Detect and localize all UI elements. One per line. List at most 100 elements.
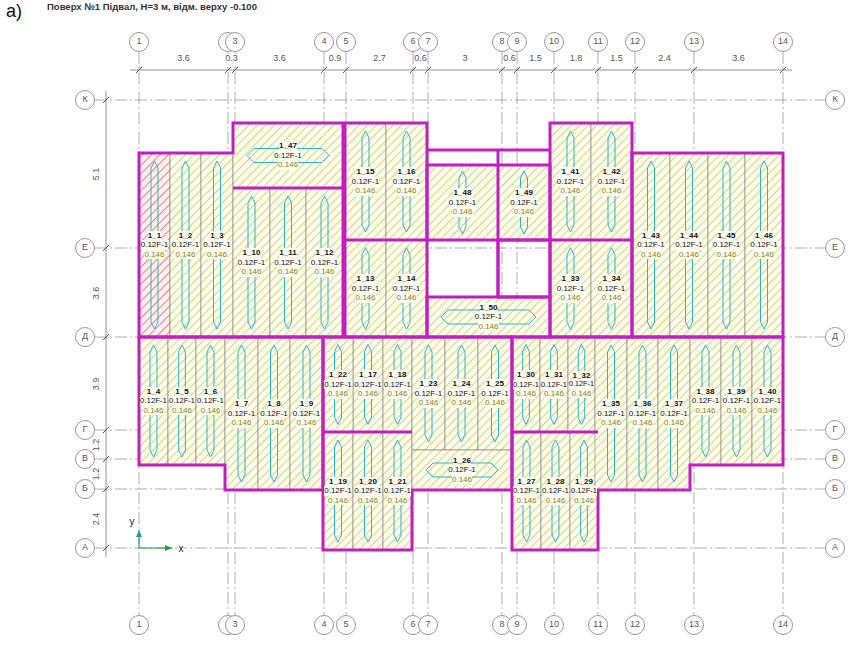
panel-load: 0.12F-1 — [510, 198, 538, 208]
panel-load: 0.12F-1 — [415, 389, 443, 399]
panel-value: 0.146 — [172, 406, 192, 416]
panel-value: 0.146 — [516, 389, 536, 399]
panel-load: 0.12F-1 — [557, 177, 585, 187]
panel-id: 1_26 — [453, 456, 471, 466]
panel-load: 0.12F-1 — [448, 465, 476, 475]
panel-id: 1_29 — [575, 477, 593, 487]
panel-id: 1_18 — [389, 370, 407, 380]
panel-load: 0.12F-1 — [481, 389, 509, 399]
axis-letter: Д — [82, 332, 88, 342]
slab-panel: 1_120.12F-10.146 — [306, 188, 343, 337]
panel-load: 0.12F-1 — [354, 486, 382, 496]
panel-value: 0.146 — [207, 250, 227, 260]
panel-load: 0.12F-1 — [723, 396, 751, 406]
axis-letter: Д — [832, 332, 838, 342]
slab-panel: 1_220.12F-10.146 — [323, 337, 353, 432]
panel-id: 1_21 — [389, 477, 407, 487]
axis-number: 7 — [425, 37, 430, 47]
panel-value: 0.146 — [485, 398, 505, 408]
panel-value: 0.146 — [452, 475, 472, 485]
panel-id: 1_20 — [359, 477, 377, 487]
panel-load: 0.12F-1 — [675, 240, 703, 250]
dimension-text: 2.4 — [92, 512, 102, 525]
slab-panel: 1_90.12F-10.146 — [290, 337, 323, 490]
panel-value: 0.146 — [358, 389, 378, 399]
axis-letter: В — [82, 454, 88, 464]
slab-panel: 1_300.12F-10.146 — [512, 337, 540, 432]
slab-panel: 1_430.12F-10.146 — [632, 153, 670, 337]
panel-value: 0.146 — [478, 322, 498, 332]
axis-letter: К — [82, 95, 87, 105]
slab-panel: 1_210.12F-10.146 — [383, 432, 412, 550]
slab-panel: 1_440.12F-10.146 — [670, 153, 708, 337]
panel-load: 0.12F-1 — [324, 380, 352, 390]
axis-number: 6 — [410, 37, 415, 47]
slab-panel: 1_150.12F-10.146 — [345, 123, 386, 240]
axis-letter: Г — [83, 425, 88, 435]
panel-value: 0.146 — [296, 418, 316, 428]
axis-number: 10 — [549, 37, 559, 47]
axis-number: 12 — [630, 620, 640, 630]
panel-value: 0.146 — [143, 406, 163, 416]
panel-id: 1_38 — [697, 387, 715, 397]
dimension-text: 1.8 — [570, 54, 583, 64]
axis-number: 13 — [689, 620, 699, 630]
panel-load: 0.12F-1 — [513, 380, 539, 389]
panel-id: 1_23 — [420, 379, 438, 389]
panel-id: 1_8 — [267, 399, 280, 409]
panel-value: 0.146 — [601, 186, 621, 196]
panel-load: 0.12F-1 — [324, 486, 352, 496]
figure-letter: а) — [6, 2, 22, 22]
slab-panel: 1_400.12F-10.146 — [752, 337, 783, 465]
axis-number: 6 — [410, 620, 415, 630]
slab-panel: 1_10.12F-10.146 — [139, 153, 170, 337]
panel-load: 0.12F-1 — [513, 486, 540, 495]
panel-value: 0.146 — [175, 250, 195, 260]
dimension-text: 3.6 — [92, 286, 102, 299]
axis-number: 11 — [593, 37, 602, 47]
slab-panel: 1_500.12F-10.146 — [427, 297, 550, 337]
dimension-text: 3.6 — [732, 54, 745, 64]
panel-value: 0.146 — [387, 389, 407, 399]
slab-panel: 1_130.12F-10.146 — [345, 240, 386, 337]
axis-number: 14 — [778, 37, 788, 47]
axis-letter: Б — [82, 484, 88, 494]
panel-load: 0.12F-1 — [542, 486, 569, 495]
panel-id: 1_45 — [718, 231, 736, 241]
slab-panel: 1_20.12F-10.146 — [170, 153, 201, 337]
panel-id: 1_47 — [279, 141, 297, 151]
panel-value: 0.146 — [241, 267, 261, 277]
panel-id: 1_24 — [453, 379, 471, 389]
panel-load: 0.12F-1 — [352, 284, 380, 294]
panel-id: 1_37 — [665, 399, 683, 409]
slab-panel: 1_170.12F-10.146 — [353, 337, 383, 432]
axis-number: 4 — [321, 620, 326, 630]
panel-load: 0.12F-1 — [311, 258, 339, 268]
panel-value: 0.146 — [452, 207, 472, 217]
slab-panel: 1_40.12F-10.146 — [139, 337, 168, 465]
panel-id: 1_32 — [573, 371, 591, 381]
panel-id: 1_36 — [634, 399, 652, 409]
panel-value: 0.146 — [679, 250, 699, 260]
panel-id: 1_14 — [398, 274, 416, 284]
panel-value: 0.146 — [418, 398, 438, 408]
panel-value: 0.146 — [516, 496, 536, 506]
slab-panel: 1_160.12F-10.146 — [386, 123, 427, 240]
slab-panel: 1_200.12F-10.146 — [353, 432, 383, 550]
panel-id: 1_43 — [642, 231, 660, 241]
panel-value: 0.146 — [355, 186, 375, 196]
slab-panel: 1_80.12F-10.146 — [258, 337, 290, 490]
panel-load: 0.12F-1 — [274, 258, 302, 268]
panel-value: 0.146 — [144, 250, 164, 260]
panel-id: 1_30 — [517, 370, 535, 380]
panel-id: 1_46 — [755, 231, 773, 241]
dimension-text: 0.3 — [225, 54, 238, 64]
panel-load: 0.12F-1 — [352, 177, 380, 187]
panel-id: 1_17 — [359, 370, 377, 380]
axis-number: 9 — [514, 620, 519, 630]
panel-value: 0.146 — [200, 406, 220, 416]
slab-panel: 1_30.12F-10.146 — [201, 153, 233, 337]
panel-value: 0.146 — [396, 186, 416, 196]
axis-number: 9 — [514, 37, 519, 47]
